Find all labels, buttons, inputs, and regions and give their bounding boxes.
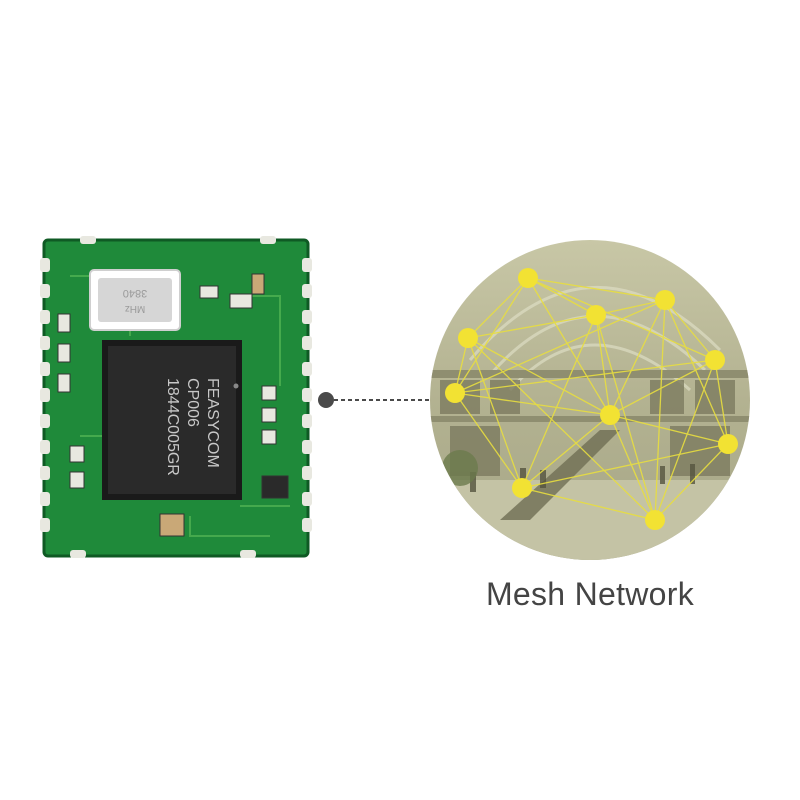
mesh-node	[705, 350, 725, 370]
mesh-network-image	[430, 240, 750, 560]
mesh-node	[718, 434, 738, 454]
connector-dot-icon	[318, 392, 334, 408]
right-pads	[302, 258, 312, 532]
mesh-links	[454, 277, 729, 521]
pcb-module-image: 3840 MHz FEASYCOM CP006 1844C005GR	[40, 236, 312, 558]
left-pads	[40, 258, 50, 532]
mesh-node	[645, 510, 665, 530]
mesh-node	[445, 383, 465, 403]
connector-line	[318, 392, 436, 408]
mesh-node	[512, 478, 532, 498]
mesh-nodes	[445, 268, 738, 530]
mesh-node	[518, 268, 538, 288]
caption-mesh-network: Mesh Network	[485, 576, 695, 612]
mall-interior-image	[430, 240, 750, 560]
mesh-node	[600, 405, 620, 425]
mesh-node	[586, 305, 606, 325]
mesh-node	[458, 328, 478, 348]
crystal-label-unit: MHz	[125, 303, 146, 314]
chip-label-brand: FEASYCOM	[204, 378, 221, 468]
crystal-label-freq: 3840	[123, 287, 147, 299]
chip-label-model: CP006	[184, 378, 201, 427]
chip-label-lot: 1844C005GR	[164, 378, 181, 476]
mesh-node	[655, 290, 675, 310]
